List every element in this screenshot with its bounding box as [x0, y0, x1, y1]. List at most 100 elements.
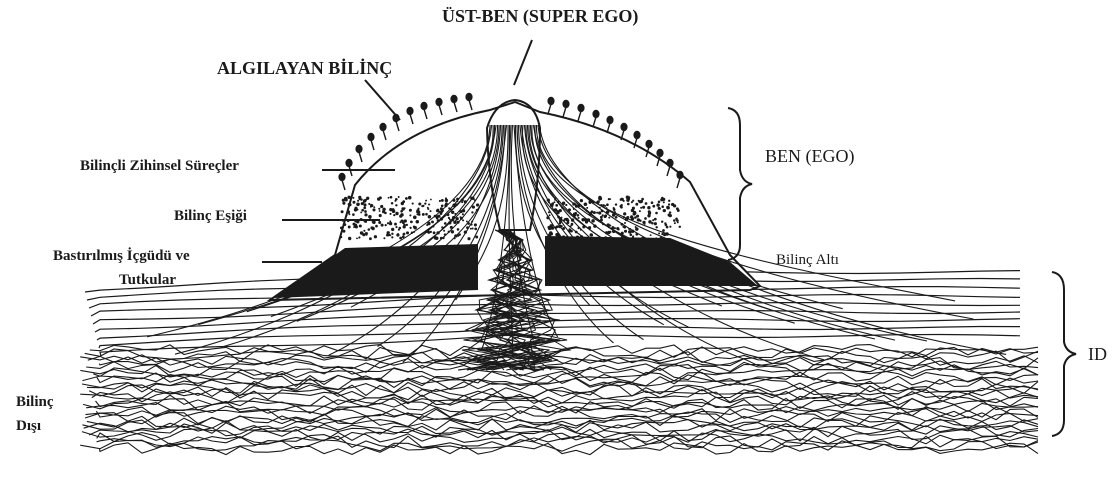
- receptor-head: [345, 159, 352, 167]
- repressed-label-line2: Tutkular: [119, 272, 176, 289]
- threshold-dot: [389, 222, 392, 225]
- threshold-dot: [609, 225, 611, 227]
- threshold-dot: [644, 217, 647, 220]
- threshold-dot: [451, 230, 454, 233]
- threshold-dot: [381, 224, 384, 227]
- threshold-dot: [661, 221, 663, 223]
- threshold-dot: [385, 224, 387, 226]
- receptor-head: [367, 133, 374, 141]
- threshold-dot: [577, 214, 580, 217]
- threshold-dot: [379, 210, 381, 212]
- receptor-stem: [454, 102, 457, 112]
- threshold-dot: [656, 203, 659, 206]
- threshold-dot: [424, 202, 426, 204]
- threshold-dot: [409, 214, 411, 216]
- threshold-dot: [409, 209, 412, 212]
- threshold-dot: [664, 222, 666, 224]
- threshold-dot: [453, 221, 456, 224]
- threshold-dot: [606, 203, 609, 206]
- threshold-dot: [435, 237, 439, 241]
- threshold-dot: [666, 226, 669, 229]
- threshold-dot: [667, 206, 670, 209]
- threshold-dot: [403, 233, 406, 236]
- perceiving-pointer: [365, 80, 400, 120]
- threshold-dot: [393, 214, 395, 216]
- threshold-dot: [677, 221, 679, 223]
- receptor-head: [547, 97, 554, 105]
- threshold-dot: [586, 207, 588, 209]
- threshold-dot: [559, 209, 562, 212]
- repressed-label-line1: Bastırılmış İçgüdü ve: [53, 248, 190, 265]
- threshold-dot: [567, 219, 570, 222]
- threshold-dot: [352, 201, 355, 204]
- threshold-dot: [395, 212, 398, 215]
- threshold-dot: [607, 231, 610, 234]
- threshold-dot: [625, 230, 627, 232]
- threshold-dot: [409, 227, 411, 229]
- threshold-dot: [591, 210, 594, 213]
- receptor-head: [633, 131, 640, 139]
- perceiving-consciousness-label: ALGILAYAN BİLİNÇ: [217, 58, 392, 79]
- threshold-dot: [391, 202, 394, 205]
- threshold-dot: [341, 210, 344, 213]
- threshold-dot: [359, 224, 362, 227]
- threshold-dot: [608, 217, 610, 219]
- threshold-dot: [437, 215, 440, 218]
- threshold-dot: [632, 235, 634, 237]
- receptor-head: [420, 102, 427, 110]
- threshold-dot: [354, 207, 357, 210]
- receptor-stem: [424, 109, 427, 119]
- threshold-dot: [410, 221, 413, 224]
- threshold-dot: [433, 231, 436, 234]
- threshold-dot: [395, 226, 397, 228]
- threshold-dot: [615, 216, 618, 219]
- threshold-dot: [668, 203, 670, 205]
- threshold-dot: [422, 205, 424, 207]
- threshold-dot: [394, 200, 396, 202]
- threshold-dot: [396, 233, 399, 236]
- threshold-dot: [576, 236, 579, 239]
- threshold-dot: [365, 234, 367, 236]
- threshold-dot: [645, 202, 648, 205]
- threshold-dot: [584, 203, 588, 207]
- threshold-dot: [430, 199, 432, 201]
- threshold-dot: [462, 213, 464, 215]
- threshold-dot: [448, 217, 450, 219]
- threshold-dot: [642, 221, 645, 224]
- threshold-dot: [658, 201, 661, 204]
- threshold-dot: [365, 199, 367, 201]
- threshold-dot: [374, 235, 377, 238]
- threshold-dot: [604, 236, 607, 239]
- threshold-dot: [591, 219, 595, 223]
- threshold-dot: [395, 204, 397, 206]
- threshold-dot: [637, 218, 640, 221]
- threshold-dot: [661, 205, 664, 208]
- threshold-dot: [406, 224, 408, 226]
- receptor-head: [379, 123, 386, 131]
- threshold-dot: [654, 218, 657, 221]
- threshold-dot: [354, 224, 357, 227]
- threshold-dot: [604, 215, 607, 218]
- threshold-dot: [547, 226, 550, 229]
- threshold-dot: [428, 215, 432, 219]
- receptor-stem: [548, 104, 551, 114]
- threshold-dot: [673, 204, 676, 207]
- threshold-dot: [639, 210, 641, 212]
- threshold-dot: [429, 210, 431, 212]
- threshold-dot: [425, 200, 427, 202]
- threshold-dot: [467, 237, 470, 240]
- threshold-dot: [633, 211, 636, 214]
- threshold-dot: [466, 220, 468, 222]
- threshold-dot: [462, 219, 464, 221]
- threshold-dot: [413, 226, 416, 229]
- threshold-dot: [347, 210, 351, 214]
- threshold-dot: [627, 203, 630, 206]
- threshold-dot: [347, 196, 350, 199]
- threshold-dot: [377, 197, 380, 200]
- threshold-dot: [369, 237, 372, 240]
- threshold-dot: [425, 213, 428, 216]
- threshold-dot: [400, 210, 403, 213]
- threshold-dot: [669, 214, 672, 217]
- threshold-dot: [391, 228, 394, 231]
